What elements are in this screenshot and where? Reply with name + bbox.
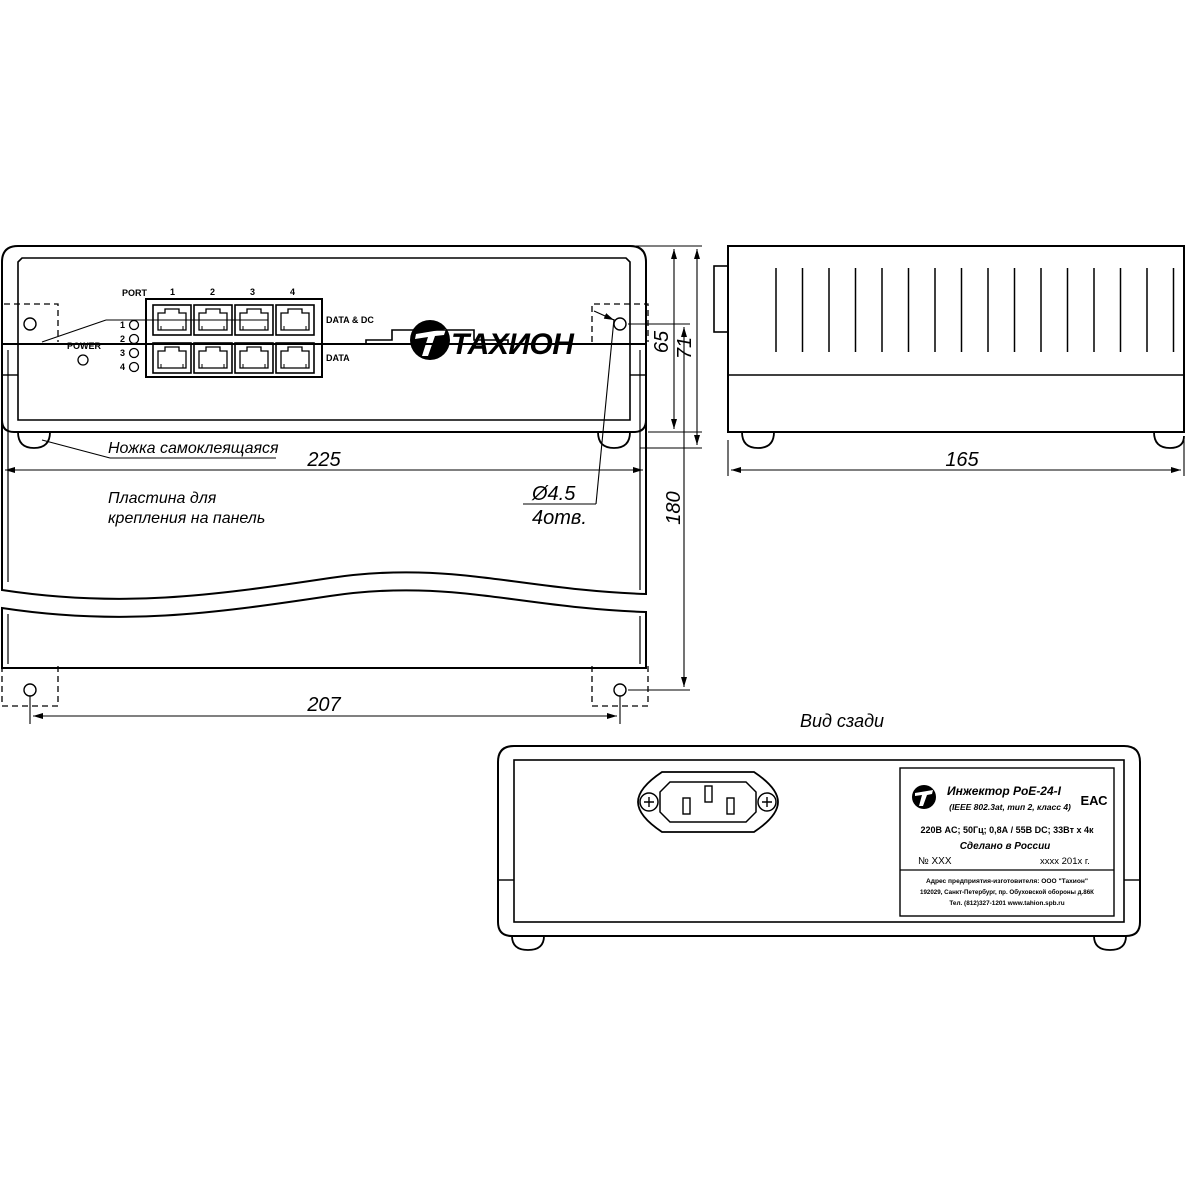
port-number-1: 1 xyxy=(170,287,175,297)
rear-view xyxy=(497,745,1141,951)
port-number-3: 3 xyxy=(250,287,255,297)
side-view xyxy=(713,245,1185,449)
port-label: PORT xyxy=(122,288,148,298)
led-number-1: 1 xyxy=(120,320,125,330)
nameplate-logo xyxy=(912,785,936,809)
top-view xyxy=(1,303,649,707)
depth-dim: 165 xyxy=(945,449,979,471)
nameplate-date: хххх 201х г. xyxy=(1040,856,1090,867)
side-vents xyxy=(775,268,1175,352)
port-number-2: 2 xyxy=(210,287,215,297)
height-outer-dim: 71 xyxy=(674,337,696,359)
plate-callout-line1: Пластина для xyxy=(108,490,217,507)
foot-callout: Ножка самоклеящаяся xyxy=(108,440,279,457)
led-number-2: 2 xyxy=(120,334,125,344)
rear-view-title: Вид сзади xyxy=(800,711,884,731)
plate-callout-line2: крепления на панель xyxy=(108,510,265,527)
width-dim: 225 xyxy=(306,449,341,471)
nameplate-standard: (IEEE 802.3at, тип 2, класс 4) xyxy=(949,802,1071,812)
hole-count-dim: 4отв. xyxy=(532,507,587,529)
row1-label: DATA & DC xyxy=(326,315,374,325)
top-view-dims xyxy=(29,310,690,724)
nameplate-address-1: Адрес предприятия-изготовителя: ООО "Тах… xyxy=(926,878,1088,885)
row2-label: DATA xyxy=(326,353,350,363)
port-number-4: 4 xyxy=(290,287,295,297)
side-depth-dim xyxy=(727,440,1185,476)
led-number-3: 3 xyxy=(120,348,125,358)
nameplate-address-3: Тел. (812)327-1201 www.tahion.spb.ru xyxy=(949,900,1064,907)
nameplate-address-2: 192029, Санкт-Петербург, пр. Обуховской … xyxy=(920,889,1094,896)
nameplate-cert: ЕАС xyxy=(1080,793,1108,808)
height-inner-dim: 65 xyxy=(651,330,673,353)
nameplate-product: Инжектор PoE-24-I xyxy=(947,784,1062,798)
mount-height-dim: 180 xyxy=(663,491,685,524)
nameplate-specs: 220В AC; 50Гц; 0,8А / 55В DC; 33Вт х 4к xyxy=(921,825,1094,835)
hole-diameter-dim: Ø4.5 xyxy=(531,483,576,505)
power-label: POWER xyxy=(67,341,102,351)
nameplate-made-in: Сделано в России xyxy=(960,841,1051,852)
front-height-dims xyxy=(636,245,702,449)
rj45-ports xyxy=(152,304,315,374)
mount-spacing-dim: 207 xyxy=(306,694,341,716)
led-number-4: 4 xyxy=(120,362,125,372)
front-view xyxy=(1,245,647,449)
nameplate-serial: № XXX xyxy=(918,856,952,867)
